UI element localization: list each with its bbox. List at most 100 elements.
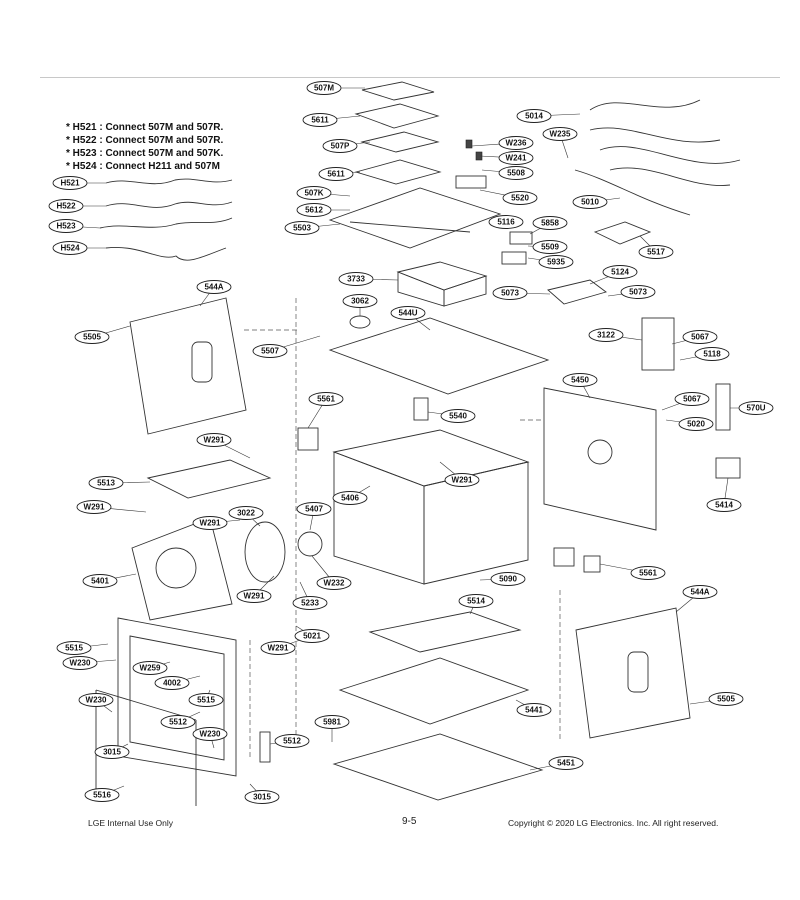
callout-label: W291 (452, 476, 473, 485)
callout-5233: 5233 (292, 581, 328, 610)
header-rule (40, 77, 780, 78)
callout-label: 5561 (317, 395, 335, 404)
callout-bubble (694, 347, 730, 361)
callout-bubble (192, 727, 228, 741)
part-5406-cavity-top (332, 429, 530, 487)
callout-507p: 507P (322, 139, 371, 153)
callout-bubble (48, 199, 84, 213)
callout-bubble (638, 245, 674, 259)
callout-label: 5090 (499, 575, 517, 584)
callout-label: 5561 (639, 569, 657, 578)
part-5514-bake-heater (368, 611, 522, 653)
callout-label: 507P (331, 142, 350, 151)
part-544a-side-panel-right (575, 607, 691, 739)
callout-bubble (292, 596, 328, 610)
callout-w291: W291 (439, 461, 480, 487)
callout-bubble (498, 151, 534, 165)
callout-w236: W236 (471, 136, 534, 150)
callout-5505: 5505 (74, 325, 131, 344)
callout-5118: 5118 (679, 347, 730, 361)
callout-label: 544U (398, 309, 417, 318)
callout-5935: 5935 (527, 255, 574, 269)
part-5513-broil-heater (146, 459, 272, 499)
callout-bubble (260, 641, 296, 655)
callout-label: 5073 (501, 289, 519, 298)
part-3122-bracket (641, 317, 675, 371)
callout-label: 5516 (93, 791, 111, 800)
callout-bubble (572, 195, 608, 209)
callout-label: W235 (550, 130, 571, 139)
callout-bubble (332, 491, 368, 505)
callout-5021: 5021 (294, 625, 330, 643)
part-w236-connector (465, 139, 473, 149)
callout-5611: 5611 (302, 113, 361, 127)
callout-label: W291 (200, 519, 221, 528)
callout-bubble (338, 272, 374, 286)
callout-label: 5073 (629, 288, 647, 297)
callout-bubble (620, 285, 656, 299)
callout-5020: 5020 (665, 417, 714, 431)
callout-5414: 5414 (706, 477, 742, 512)
callout-w291: W291 (260, 639, 301, 655)
callout-bubble (62, 656, 98, 670)
part-5561-lamp-lower (553, 547, 575, 567)
part-507p-plate (360, 131, 440, 153)
part-544a-handle-left (191, 341, 213, 383)
callout-507m: 507M (306, 81, 365, 95)
callout-w230: W230 (78, 693, 114, 713)
callout-bubble (532, 240, 568, 254)
callout-bubble (532, 216, 568, 230)
callout-bubble (296, 186, 332, 200)
callout-4002: 4002 (154, 675, 201, 690)
callout-label: 5517 (647, 248, 665, 257)
callout-label: 5507 (261, 347, 279, 356)
callout-w291: W291 (236, 575, 275, 603)
callout-bubble (488, 215, 524, 229)
part-3733-box-side (397, 271, 445, 307)
callout-bubble (516, 703, 552, 717)
footer-internal-use: LGE Internal Use Only (88, 818, 174, 828)
callout-bubble (538, 255, 574, 269)
part-3733-box-front (443, 275, 487, 307)
callout-5561: 5561 (307, 392, 344, 429)
callout-label: 544A (690, 588, 709, 597)
callout-label: W236 (506, 139, 527, 148)
callout-3022: 3022 (228, 506, 264, 527)
part-5611-bracket-lower (354, 159, 442, 185)
callout-label: H523 (56, 222, 76, 231)
callout-label: 3022 (237, 509, 255, 518)
callout-bubble (516, 109, 552, 123)
callout-w235: W235 (542, 127, 578, 159)
callout-5508: 5508 (481, 166, 534, 180)
note-h522: * H522 : Connect 507M and 507R. (66, 135, 224, 146)
callout-label: 507K (304, 189, 323, 198)
callout-label: 5116 (497, 218, 515, 227)
callout-5505: 5505 (689, 692, 744, 706)
callout-h524: H524 (52, 241, 106, 255)
callout-label: 5515 (65, 644, 83, 653)
callout-5401: 5401 (82, 573, 137, 588)
callout-5515: 5515 (56, 641, 109, 655)
part-5561-socket-lower (583, 555, 601, 573)
callout-5520: 5520 (479, 189, 538, 205)
callout-bubble (160, 715, 196, 729)
callout-label: 570U (746, 404, 765, 413)
part-5401-convection-cover (131, 517, 233, 621)
footer-page-number: 9-5 (402, 816, 417, 827)
callout-bubble (738, 401, 774, 415)
callout-bubble (76, 500, 112, 514)
callout-label: 5067 (683, 395, 701, 404)
callout-bubble (82, 574, 118, 588)
callout-bubble (322, 139, 358, 153)
callout-label: 5935 (547, 258, 565, 267)
part-h524-cable (105, 246, 227, 261)
part-5561-lamp-upper (297, 427, 319, 451)
callout-label: W232 (324, 579, 345, 588)
part-5441-bottom-tray (338, 657, 530, 725)
callout-bubble (706, 498, 742, 512)
callout-bubble (244, 790, 280, 804)
part-5014-wire-harness (589, 99, 741, 187)
callout-label: W291 (204, 436, 225, 445)
callout-w291: W291 (196, 433, 251, 459)
part-5406-cavity-back (423, 461, 529, 585)
